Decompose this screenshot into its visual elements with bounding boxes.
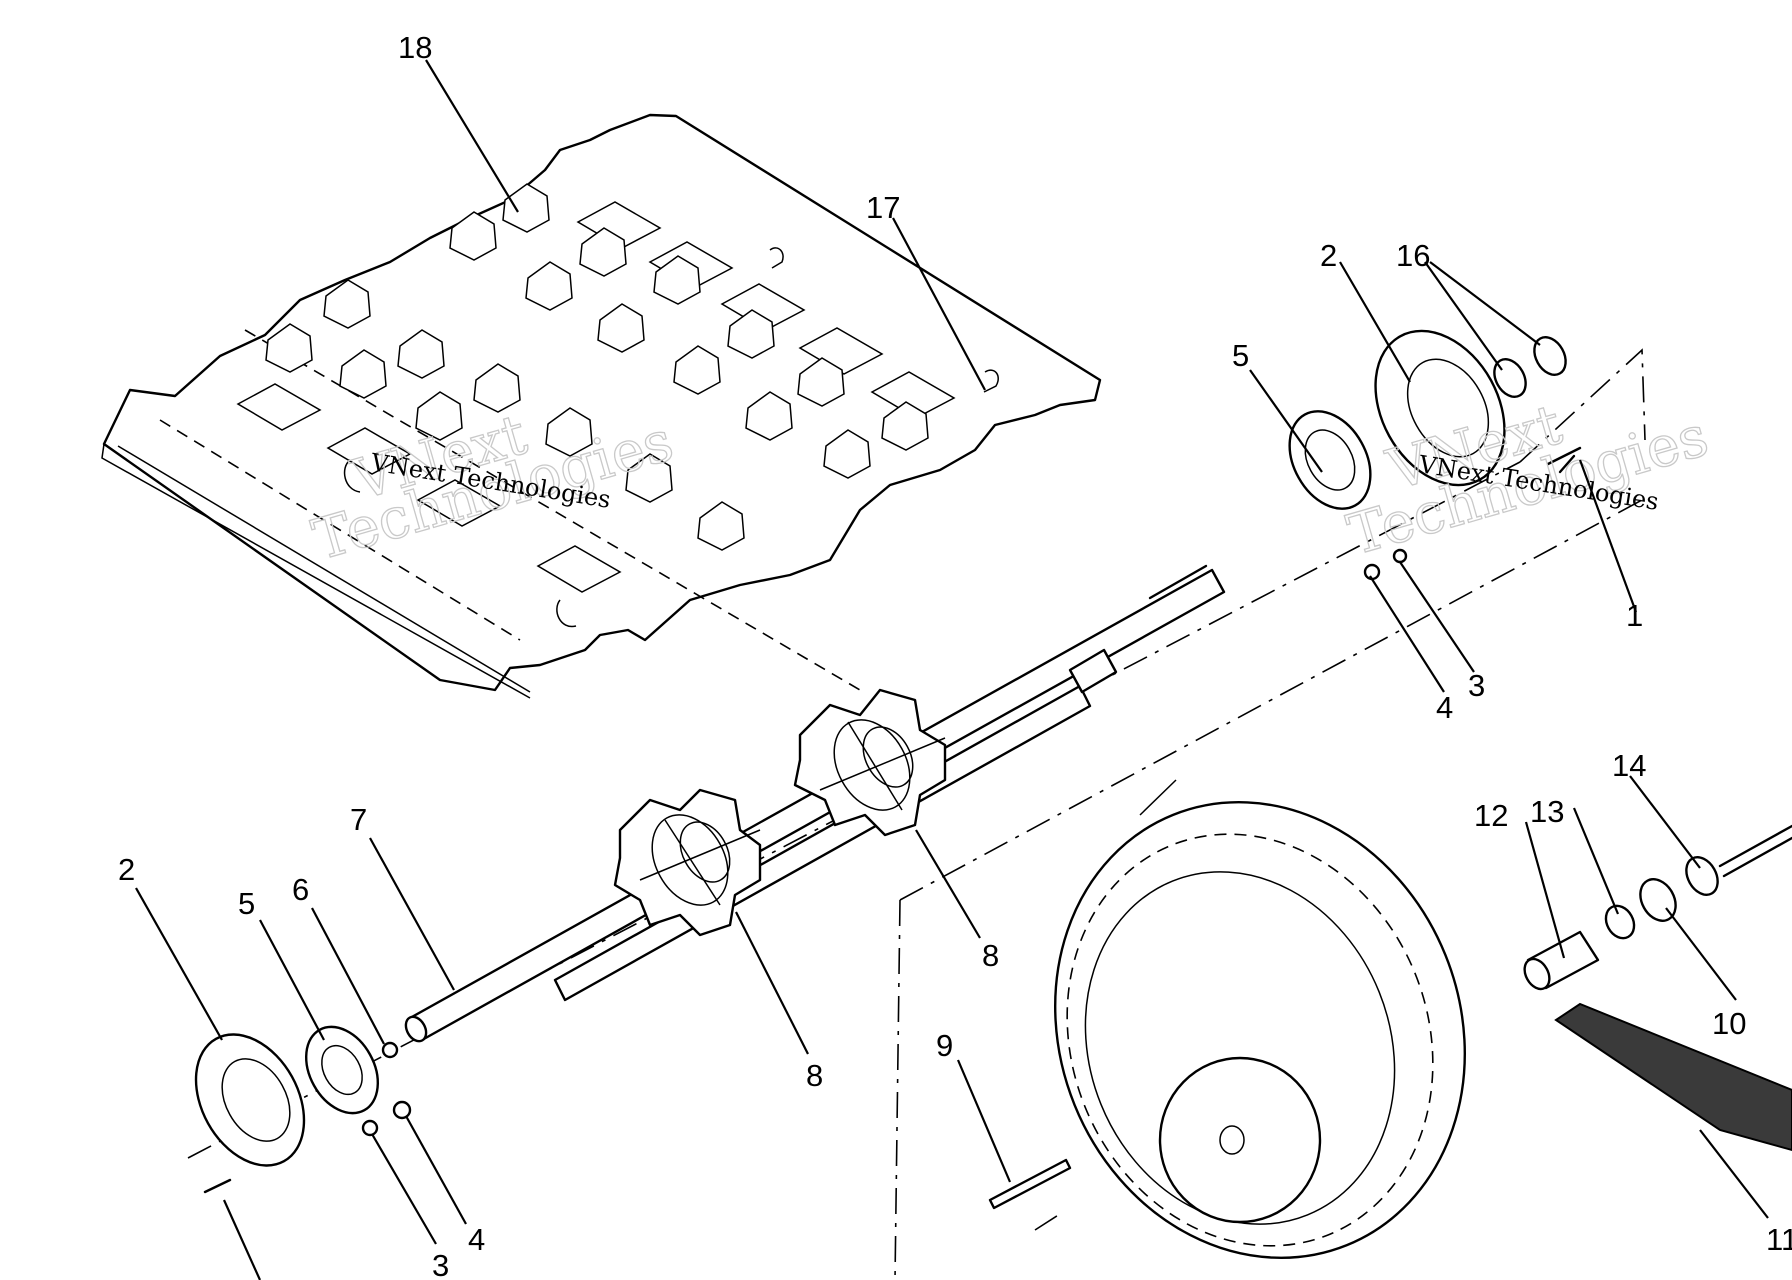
sprocket-right: [793, 688, 947, 837]
callout-9: 9: [936, 1028, 953, 1063]
drive-belt: [1554, 1002, 1792, 1152]
callout-3-left: 3: [432, 1248, 449, 1280]
callout-11: 11: [1766, 1222, 1792, 1257]
callout-3-right: 3: [1468, 668, 1485, 703]
callout-8-right: 8: [982, 938, 999, 973]
callout-7: 7: [350, 802, 367, 837]
driven-pulley: [1054, 779, 1466, 1259]
callout-2-right: 2: [1320, 238, 1337, 273]
callout-labels: 18 17 2 16 5 1 3 4 7 2 5 6 8 8 9 4 3 12 …: [118, 30, 1792, 1280]
callout-5-left: 5: [238, 886, 255, 921]
center-axis-lines: [187, 348, 1646, 1280]
left-bearing-assembly: [194, 1025, 412, 1194]
callout-4-right: 4: [1436, 690, 1453, 725]
callout-8-left: 8: [806, 1058, 823, 1093]
callout-6: 6: [292, 872, 309, 907]
cleats: [265, 183, 929, 551]
pulley-hardware: [1523, 824, 1792, 991]
plate-clips: [343, 247, 999, 628]
track-plate: [101, 113, 1102, 699]
sprocket-left: [613, 788, 762, 937]
callout-5-right: 5: [1232, 338, 1249, 373]
right-bearing-assembly: [1288, 329, 1582, 581]
callout-16: 16: [1396, 238, 1430, 273]
callout-13: 13: [1530, 794, 1564, 829]
callout-12: 12: [1474, 798, 1508, 833]
callout-17: 17: [866, 190, 900, 225]
key: [988, 1158, 1072, 1210]
leader-lines: [135, 59, 1769, 1280]
callout-1: 1: [1626, 598, 1643, 633]
callout-10: 10: [1712, 1006, 1746, 1041]
callout-14: 14: [1612, 748, 1646, 783]
callout-18: 18: [398, 30, 432, 65]
callout-4-left: 4: [468, 1222, 485, 1257]
callout-2-left: 2: [118, 852, 135, 887]
